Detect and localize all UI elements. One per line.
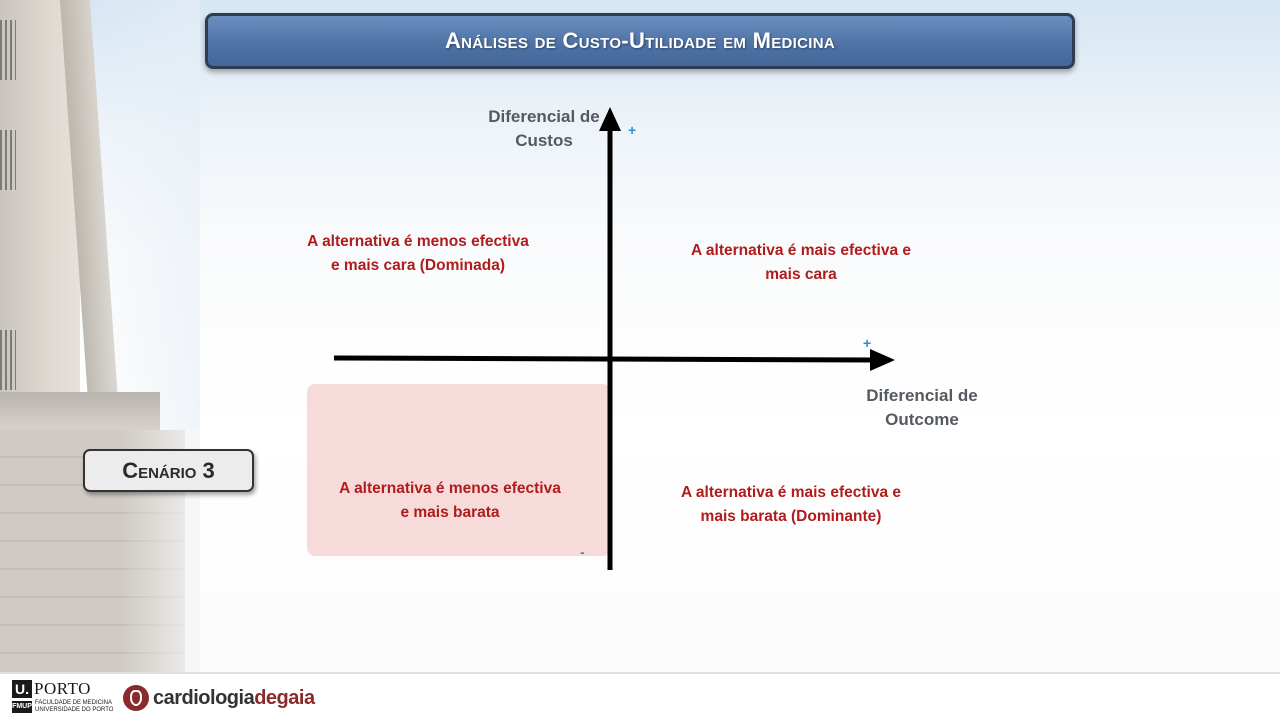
y-axis-arrowhead [599,107,621,131]
quadrant-bottom-right-line1: A alternativa é mais efectiva e [681,484,901,501]
title-bar: Análises de Custo-Utilidade em Medicina [205,13,1075,69]
building-balcony [0,392,160,432]
y-positive-sign: + [628,122,637,138]
cg-part2: degaia [254,686,315,709]
faculty-name: FACULDADE DE MEDICINA UNIVERSIDADE DO PO… [35,700,113,714]
y-axis-label: Diferencial de Custos [480,105,608,153]
quadrant-bottom-right-line2: mais barata (Dominante) [700,508,882,525]
quadrant-top-left-line2: e mais cara (Dominada) [330,257,505,274]
faculty-line2: UNIVERSIDADE DO PORTO [35,707,114,713]
y-axis-label-line2: Custos [515,131,573,150]
quadrant-top-right-line1: A alternativa é mais efectiva e [691,242,911,259]
building-railing [0,130,16,190]
negative-sign: - [580,544,585,560]
quadrant-top-left: A alternativa é menos efectiva e mais ca… [290,230,546,278]
x-axis-label: Diferencial de Outcome [858,384,986,432]
highlight-bottom-left-quadrant [307,384,611,556]
faculty-line1: FACULDADE DE MEDICINA [35,700,113,706]
quadrant-bottom-left: A alternativa é menos efectiva e mais ba… [322,477,578,525]
cardiologia-gaia-wordmark: cardiologiadegaia [153,687,315,710]
fmup-mark: FMUP [12,701,32,713]
cardiologia-gaia-logo: cardiologiadegaia [123,682,315,714]
slide-title: Análises de Custo-Utilidade em Medicina [444,28,836,53]
quadrant-bottom-left-line2: e mais barata [400,504,500,521]
scenario-badge: Cenário 3 [83,449,254,492]
quadrant-bottom-right: A alternativa é mais efectiva e mais bar… [662,481,920,529]
quadrant-top-right-line2: mais cara [765,266,837,283]
footer: U. PORTO FMUP FACULDADE DE MEDICINA UNIV… [0,672,1280,722]
heart-icon [123,685,149,711]
building-railing [0,20,16,80]
quadrant-top-left-line1: A alternativa é menos efectiva [307,233,529,250]
x-axis-label-line2: Outcome [885,410,959,429]
university-porto-logo: U. PORTO FMUP FACULDADE DE MEDICINA UNIV… [12,679,113,718]
x-axis-arrowhead [870,349,895,371]
quadrant-top-right: A alternativa é mais efectiva e mais car… [672,239,930,287]
x-positive-sign: + [863,335,872,351]
background-building [0,0,200,672]
up-mark: U. [12,680,32,698]
cg-part1: cardiologia [153,686,255,709]
up-name: PORTO [34,679,91,698]
quadrant-bottom-left-line1: A alternativa é menos efectiva [339,480,561,497]
building-fade [80,0,200,430]
y-axis-label-line1: Diferencial de [488,107,600,126]
building-railing [0,330,16,390]
x-axis-line [333,355,875,363]
x-axis-label-line1: Diferencial de [866,386,978,405]
